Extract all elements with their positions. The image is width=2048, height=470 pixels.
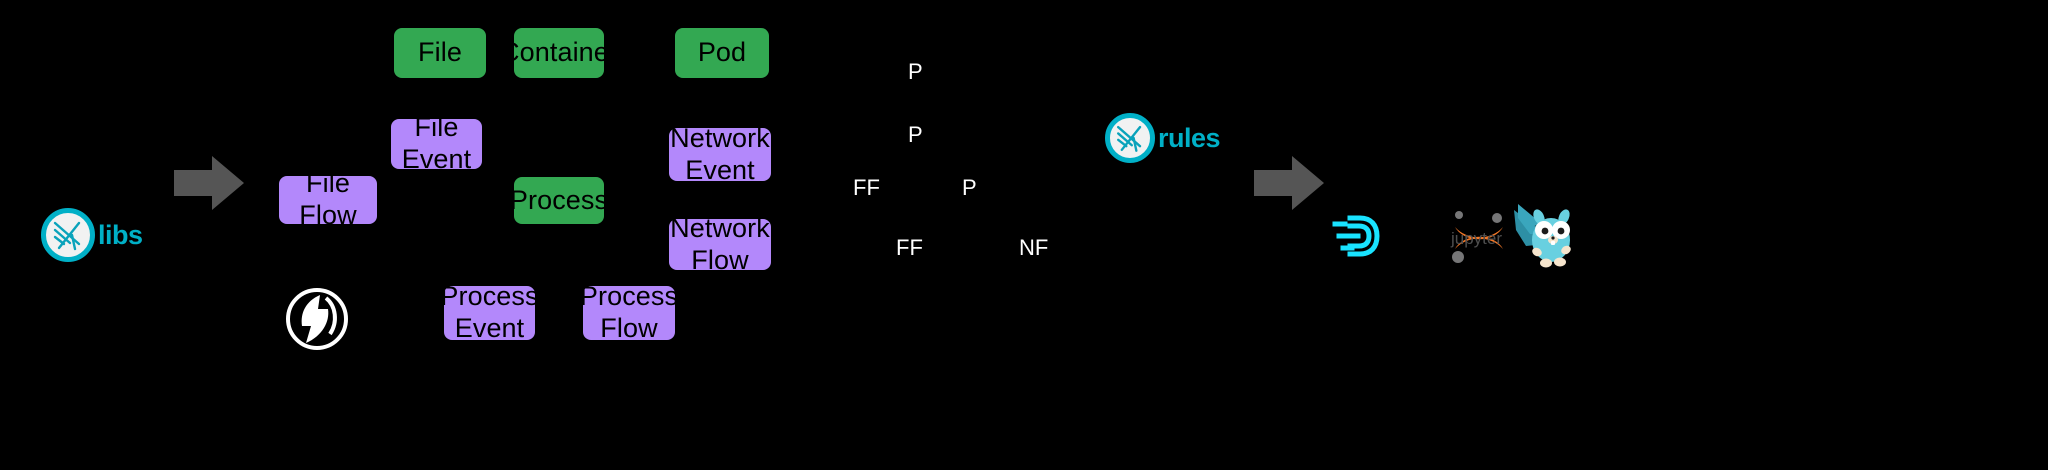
node-pod[interactable]: Pod [675,28,769,78]
flow-glyph-p-2: P [908,122,923,147]
node-label-container: Container [500,37,618,68]
go-gopher-logo [1512,200,1574,270]
sysflow-rules-badge [1105,113,1155,163]
arrow-right-icon-2 [1254,156,1324,210]
flow-glyph-nf-1: NF [1019,235,1049,260]
sysflow-rules-logo: rules [1105,113,1221,163]
sysflow-libs-badge [41,208,95,262]
jupyter-logo: jupyter [1447,205,1511,269]
sysflow-libs-logo: libs [41,208,143,262]
dash-logo [1330,212,1384,260]
node-network-flow[interactable]: Network Flow [669,213,771,275]
dash-icon [1332,215,1380,257]
node-label-network-flow: Network Flow [670,212,770,275]
sysflow-emblem-icon [286,288,348,350]
arrow-right-icon [174,156,244,210]
export-arrow [1254,154,1324,212]
sysflow-bird-glyph [53,221,81,251]
node-file-flow[interactable]: File Flow [279,168,377,230]
go-gopher-icon [1514,204,1571,268]
node-label-pod: Pod [697,37,747,68]
jupyter-wordmark: jupyter [1451,229,1503,248]
sysflow-libs-label: libs [98,219,143,250]
sysflow-emblem-glyph [286,288,348,350]
ingest-arrow [174,154,244,212]
node-file-event[interactable]: File Event [391,112,482,174]
node-label-file: File [418,37,462,68]
sysflow-rules-label: rules [1158,122,1221,153]
node-process[interactable]: Process [510,177,608,224]
node-label-file-flow: File Flow [299,168,357,230]
node-label-process-event: Process Event [440,281,539,343]
sysflow-bird-glyph-rules [1117,125,1142,152]
flow-glyph-ff-2: FF [896,235,923,260]
jupyter-icon [1452,211,1503,263]
flow-glyph-ff-1: FF [853,175,880,200]
node-label-process-flow: Process Flow [579,281,679,343]
node-process-event[interactable]: Process Event [440,281,538,343]
flow-glyph-p-1: P [908,59,923,84]
node-file[interactable]: File [394,28,486,78]
flow-glyph-p-3: P [962,175,977,200]
node-process-flow[interactable]: Process Flow [580,281,678,343]
node-label-file-event: File Event [401,112,472,174]
node-label-network-event: Network Event [670,122,770,185]
node-label-process: Process [509,184,609,215]
node-network-event[interactable]: Network Event [669,123,771,185]
node-container[interactable]: Container [500,28,618,78]
